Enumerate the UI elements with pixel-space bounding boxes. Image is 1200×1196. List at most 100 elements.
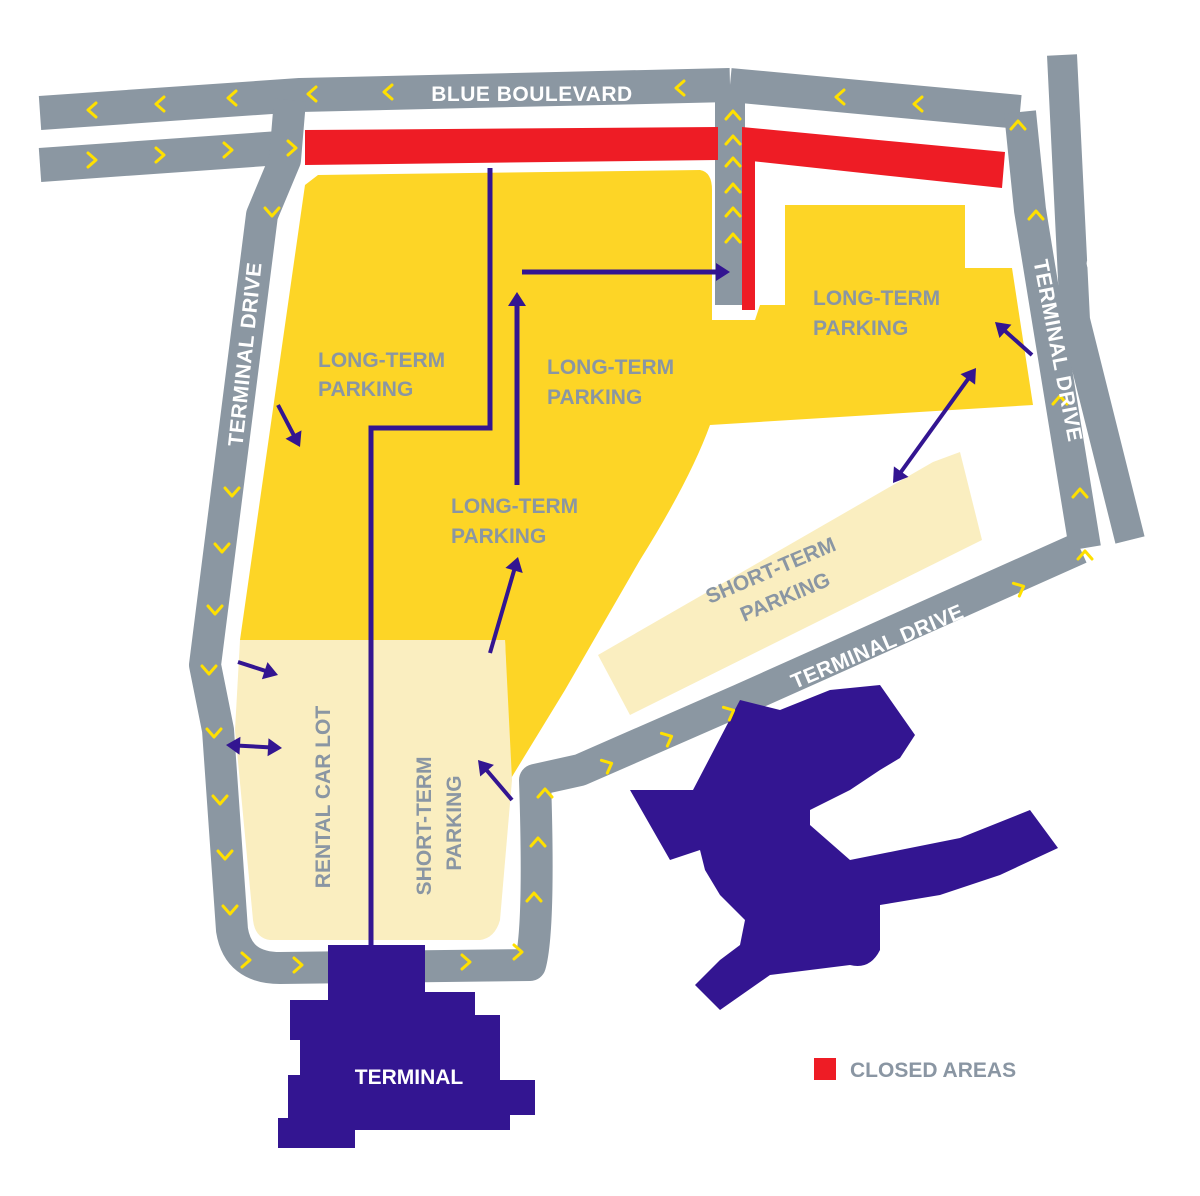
direction-arrow-shaft bbox=[482, 766, 514, 802]
direction-arrow-head bbox=[478, 760, 494, 777]
traffic-direction-chevron bbox=[86, 151, 98, 169]
traffic-direction-chevron bbox=[221, 904, 239, 916]
traffic-direction-chevron bbox=[724, 134, 742, 146]
traffic-direction-chevron bbox=[912, 95, 924, 113]
direction-arrow-head bbox=[505, 557, 523, 573]
direction-arrow bbox=[995, 322, 1034, 357]
blue-boulevard-east-road bbox=[728, 68, 1022, 129]
traffic-direction-chevron bbox=[834, 88, 846, 106]
closed-areas bbox=[305, 127, 1005, 310]
traffic-direction-chevron bbox=[306, 85, 318, 103]
long-term-west-line-1: LONG-TERM bbox=[318, 349, 445, 372]
traffic-direction-chevron bbox=[200, 664, 218, 676]
closed-area-north-east bbox=[742, 127, 1005, 188]
direction-arrow bbox=[508, 292, 526, 485]
long-term-south-line-2: PARKING bbox=[451, 525, 546, 548]
long-term-south-label: LONG-TERM PARKING bbox=[451, 495, 584, 548]
long-term-south-line-1: LONG-TERM bbox=[451, 495, 578, 518]
traffic-direction-chevron bbox=[724, 156, 742, 168]
short-term-parking-east-lot bbox=[598, 452, 982, 715]
direction-arrow bbox=[522, 263, 730, 281]
traffic-direction-chevron bbox=[460, 953, 472, 971]
traffic-direction-chevron bbox=[240, 951, 252, 969]
long-term-parking-lot bbox=[240, 170, 1033, 780]
long-term-west-label: LONG-TERM PARKING bbox=[318, 349, 451, 401]
traffic-direction-chevron bbox=[226, 89, 238, 107]
long-term-center-line-1: LONG-TERM bbox=[547, 356, 674, 379]
long-term-center-label: LONG-TERM PARKING bbox=[547, 356, 680, 409]
long-term-east-line-2: PARKING bbox=[813, 317, 908, 340]
traffic-direction-chevron bbox=[529, 836, 547, 848]
traffic-direction-chevron bbox=[724, 182, 742, 194]
traffic-direction-chevron bbox=[286, 139, 298, 157]
concourse-building bbox=[630, 685, 1058, 1010]
direction-arrow bbox=[893, 368, 976, 483]
traffic-direction-chevron bbox=[382, 83, 394, 101]
terminal-label: TERMINAL bbox=[355, 1066, 464, 1089]
traffic-direction-chevron bbox=[674, 79, 686, 97]
direction-arrow-head bbox=[508, 292, 526, 306]
walkway-main bbox=[368, 168, 493, 945]
direction-arrow-shaft bbox=[237, 660, 270, 674]
rental-car-lot-label: RENTAL CAR LOT bbox=[312, 706, 335, 889]
traffic-direction-chevron bbox=[1009, 119, 1027, 131]
traffic-direction-chevrons bbox=[86, 79, 1094, 974]
traffic-direction-chevron bbox=[216, 849, 234, 861]
direction-arrow-head bbox=[716, 263, 730, 281]
direction-arrow-shaft bbox=[897, 374, 972, 477]
traffic-direction-chevron bbox=[724, 206, 742, 218]
road-network bbox=[38, 54, 1145, 984]
long-term-center-line-2: PARKING bbox=[547, 386, 642, 409]
terminal-building bbox=[278, 945, 535, 1148]
legend: CLOSED AREAS bbox=[814, 1058, 1016, 1082]
traffic-direction-chevron bbox=[536, 787, 554, 799]
traffic-direction-chevron bbox=[263, 206, 281, 218]
terminal-drive-west-road bbox=[189, 98, 1087, 984]
closed-area-access-road bbox=[742, 130, 755, 310]
traffic-direction-chevron bbox=[1076, 549, 1094, 561]
long-term-east-line-1: LONG-TERM bbox=[813, 287, 940, 310]
direction-arrow-shaft bbox=[235, 743, 273, 750]
traffic-direction-chevron bbox=[292, 956, 304, 974]
traffic-direction-chevron bbox=[223, 486, 241, 498]
traffic-direction-chevron bbox=[211, 794, 229, 806]
traffic-direction-chevron bbox=[205, 727, 223, 739]
traffic-direction-chevron bbox=[213, 542, 231, 554]
short-term-west-line-1: SHORT-TERM bbox=[413, 757, 436, 896]
direction-arrow bbox=[488, 557, 523, 654]
traffic-direction-chevron bbox=[724, 232, 742, 244]
traffic-direction-chevron bbox=[86, 101, 98, 119]
traffic-direction-chevron bbox=[1027, 209, 1045, 221]
direction-arrow bbox=[478, 760, 514, 802]
direction-arrow-shaft bbox=[276, 404, 298, 440]
direction-arrow-shaft bbox=[1001, 327, 1034, 357]
closed-areas-legend-label: CLOSED AREAS bbox=[850, 1059, 1016, 1082]
blue-boulevard-road bbox=[38, 68, 731, 130]
traffic-direction-chevron bbox=[724, 109, 742, 121]
short-term-west-line-2: PARKING bbox=[443, 775, 466, 870]
direction-arrow-head bbox=[995, 322, 1012, 339]
direction-arrow-head bbox=[285, 430, 302, 447]
direction-arrow-head bbox=[893, 466, 909, 483]
long-term-west-line-2: PARKING bbox=[318, 378, 413, 401]
traffic-direction-chevron bbox=[1011, 581, 1026, 598]
traffic-direction-chevron bbox=[659, 731, 674, 748]
traffic-direction-chevron bbox=[721, 705, 736, 722]
traffic-direction-chevron bbox=[1071, 487, 1089, 499]
short-term-west-label: SHORT-TERM PARKING bbox=[413, 751, 466, 896]
direction-arrow-head bbox=[960, 368, 976, 385]
direction-arrow bbox=[276, 404, 302, 447]
direction-arrow-head bbox=[267, 738, 282, 757]
traffic-direction-chevron bbox=[512, 943, 524, 961]
traffic-direction-chevron bbox=[154, 146, 166, 164]
traffic-direction-chevron bbox=[599, 758, 614, 775]
terminal-drive-east-road bbox=[1004, 110, 1101, 551]
direction-arrow-head bbox=[226, 736, 241, 755]
blue-boulevard-lower-lane bbox=[38, 131, 282, 182]
long-term-east-label: LONG-TERM PARKING bbox=[813, 287, 946, 340]
traffic-direction-chevron bbox=[206, 604, 224, 616]
traffic-direction-chevron bbox=[222, 141, 234, 159]
direction-arrow bbox=[237, 660, 278, 680]
blue-boulevard-label: BLUE BOULEVARD bbox=[431, 83, 632, 106]
